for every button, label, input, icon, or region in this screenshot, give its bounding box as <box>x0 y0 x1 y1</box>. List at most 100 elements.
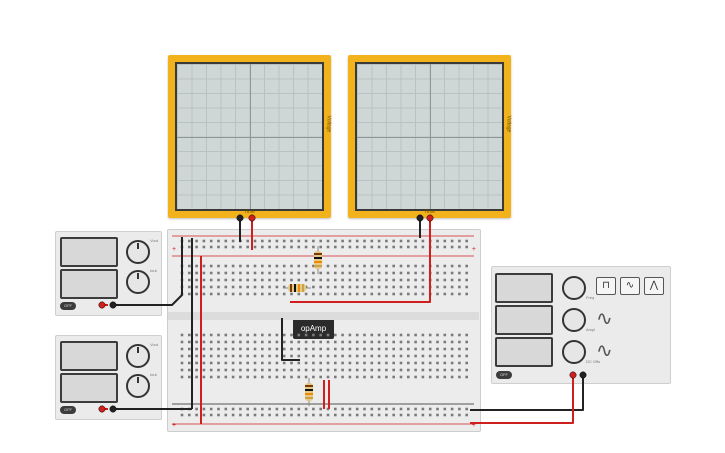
breadboard-hole <box>348 340 352 344</box>
breadboard-hole <box>275 245 279 249</box>
breadboard-hole <box>450 239 454 243</box>
amplitude-display <box>495 305 553 335</box>
breadboard-hole <box>385 361 388 365</box>
breadboard-hole <box>275 361 279 365</box>
breadboard-hole <box>319 340 322 344</box>
breadboard-hole <box>246 407 249 411</box>
breadboard-hole <box>392 285 395 289</box>
resistor-part <box>314 257 322 259</box>
breadboard-hole <box>261 413 264 417</box>
power-switch[interactable]: OFF <box>60 302 76 310</box>
breadboard-hole <box>414 245 417 249</box>
breadboard-hole <box>326 333 330 337</box>
square-wave-button[interactable]: ⊓ <box>596 277 616 295</box>
breadboard-hole <box>458 361 461 365</box>
power-switch[interactable]: OFF <box>60 406 76 414</box>
breadboard-hole <box>180 333 184 337</box>
breadboard-hole <box>239 245 242 249</box>
breadboard-hole <box>231 239 235 243</box>
breadboard-hole <box>436 292 439 296</box>
sine-wave-button[interactable]: ∿ <box>620 277 640 295</box>
breadboard-hole <box>428 333 432 337</box>
breadboard-hole <box>421 375 425 379</box>
current-knob[interactable] <box>126 374 150 398</box>
breadboard-hole <box>458 292 461 296</box>
breadboard-hole <box>282 271 286 275</box>
breadboard-hole <box>392 278 395 282</box>
breadboard-hole <box>326 347 330 351</box>
breadboard-hole <box>370 354 374 358</box>
breadboard-hole <box>195 407 198 411</box>
breadboard-hole <box>450 264 454 268</box>
current-knob-label: Iout <box>150 268 157 273</box>
power-supply-2[interactable]: Vout Iout OFF <box>55 335 162 420</box>
breadboard-hole <box>290 333 293 337</box>
breadboard-hole <box>326 375 330 379</box>
breadboard-hole <box>290 407 293 411</box>
breadboard-hole <box>304 239 308 243</box>
breadboard-hole <box>465 347 468 351</box>
breadboard-hole <box>224 278 228 282</box>
breadboard-hole <box>290 245 293 249</box>
terminal <box>248 214 256 222</box>
breadboard-hole <box>334 239 337 243</box>
breadboard-hole <box>268 271 271 275</box>
breadboard-hole <box>217 347 220 351</box>
oscilloscope-1[interactable]: Time Voltage <box>168 55 332 218</box>
breadboard-hole <box>407 239 410 243</box>
frequency-knob[interactable] <box>562 276 586 300</box>
breadboard-hole <box>348 264 352 268</box>
breadboard-hole <box>348 407 352 411</box>
function-generator[interactable]: Freq Ampl DC Offs ⊓ ∿ ⋀ ∿ ∿ OFF <box>491 266 671 384</box>
breadboard-hole <box>275 368 279 372</box>
breadboard-hole <box>282 340 286 344</box>
voltage-knob[interactable] <box>126 240 150 264</box>
breadboard-hole <box>326 361 330 365</box>
breadboard-hole <box>385 413 388 417</box>
breadboard-hole <box>399 239 403 243</box>
resistor-part <box>298 284 300 292</box>
breadboard-hole <box>282 375 286 379</box>
breadboard-hole <box>385 340 388 344</box>
breadboard-hole <box>392 264 395 268</box>
breadboard-hole <box>450 271 454 275</box>
breadboard-hole <box>355 340 359 344</box>
breadboard-hole <box>202 278 206 282</box>
breadboard-hole <box>348 278 352 282</box>
breadboard-hole <box>224 271 228 275</box>
breadboard-hole <box>202 375 206 379</box>
breadboard-hole <box>407 271 410 275</box>
breadboard-hole <box>355 347 359 351</box>
current-knob[interactable] <box>126 270 150 294</box>
breadboard-hole <box>319 375 322 379</box>
breadboard-hole <box>304 278 308 282</box>
breadboard-hole <box>304 368 308 372</box>
triangle-wave-button[interactable]: ⋀ <box>644 277 664 295</box>
opamp-chip[interactable]: opAmp <box>293 319 334 339</box>
breadboard-hole <box>428 413 432 417</box>
breadboard-hole <box>385 368 388 372</box>
breadboard-hole <box>341 278 344 282</box>
voltage-knob[interactable] <box>126 344 150 368</box>
breadboard-hole <box>231 278 235 282</box>
breadboard-hole <box>399 340 403 344</box>
breadboard-hole <box>224 361 228 365</box>
breadboard-hole <box>224 407 228 411</box>
breadboard-hole <box>399 347 403 351</box>
oscilloscope-2[interactable]: Time Voltage <box>348 55 512 218</box>
breadboard-hole <box>428 354 432 358</box>
amplitude-knob[interactable] <box>562 308 586 332</box>
breadboard-hole <box>209 375 213 379</box>
breadboard-hole <box>312 354 315 358</box>
power-switch[interactable]: OFF <box>496 371 512 379</box>
breadboard-hole <box>421 340 425 344</box>
breadboard-hole <box>231 340 235 344</box>
breadboard-hole <box>268 375 271 379</box>
amplitude-knob-label: Ampl <box>586 327 596 332</box>
breadboard-hole <box>282 361 286 365</box>
offset-knob[interactable] <box>562 340 586 364</box>
breadboard-hole <box>304 245 308 249</box>
power-supply-1[interactable]: Vout Iout OFF <box>55 231 162 316</box>
breadboard-hole <box>450 245 454 249</box>
